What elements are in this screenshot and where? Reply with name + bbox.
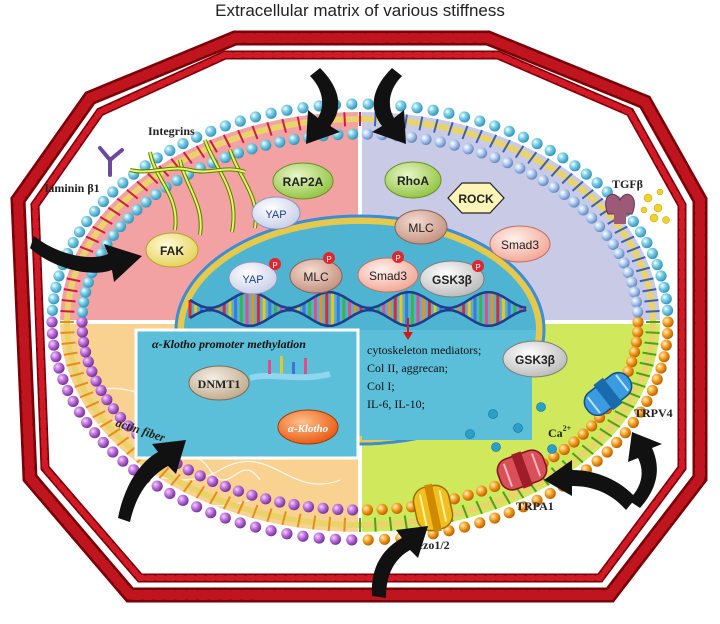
klotho-panel-title: α-Klotho promoter methylation	[152, 337, 306, 351]
calcium-label: Ca2+	[548, 424, 572, 440]
mlc-nucleus-label: MLC	[303, 270, 329, 284]
piezo-channel	[412, 483, 454, 533]
gsk3b-nucleus-node: GSK3β P	[419, 260, 485, 298]
expression-arrow	[403, 318, 413, 340]
dnmt1-node: DNMT1	[188, 365, 250, 401]
phospho-mlc-icon: P	[326, 255, 331, 264]
force-arrow-left	[30, 236, 142, 282]
smad3-cytoplasm-label: Smad3	[501, 238, 539, 252]
tgfb-particles	[640, 188, 670, 224]
phospho-gsk3b-icon: P	[475, 263, 480, 272]
force-arrow-right-b	[628, 432, 662, 508]
dna-strand	[188, 290, 528, 328]
force-arrow-bottom-center	[371, 526, 428, 598]
force-arrow-top-right	[372, 68, 406, 144]
mediators-list: cytoskeleton mediators; Col II, aggrecan…	[367, 343, 481, 411]
mediator-item: Col II, aggrecan;	[367, 361, 448, 375]
tgfb-label: TGFβ	[612, 177, 643, 191]
gsk3b-nucleus-label: GSK3β	[432, 273, 472, 287]
laminin-label: laminin β1	[45, 181, 100, 195]
mediator-item: cytoskeleton mediators;	[367, 343, 481, 357]
trpa1-channel	[496, 449, 548, 491]
mlc-nucleus-node: MLC P	[289, 252, 343, 294]
mediator-item: Col I;	[367, 379, 395, 393]
laminin-protein	[98, 146, 124, 177]
force-arrows	[30, 68, 662, 598]
gsk3b-cytoplasm-node: GSK3β	[502, 340, 568, 378]
force-arrow-right-a	[544, 460, 636, 510]
rap2a-label: RAP2A	[283, 175, 324, 189]
dnmt1-label: DNMT1	[198, 377, 241, 391]
smad3-nucleus-label: Smad3	[369, 269, 407, 283]
rap2a-node: RAP2A	[272, 162, 334, 200]
yap-nucleus-node: YAP P	[228, 258, 281, 295]
force-arrow-bottom-left	[118, 440, 186, 522]
smad3-cytoplasm-node: Smad3	[489, 225, 551, 263]
tgfb-receptor	[605, 193, 635, 224]
rock-label: ROCK	[458, 192, 494, 206]
mediator-item: IL-6, IL-10;	[367, 397, 425, 411]
rhoa-label: RhoA	[397, 174, 429, 188]
fak-node: FAK	[145, 232, 199, 268]
extracellular-matrix-rope	[10, 30, 708, 603]
mlc-cytoplasm-label: MLC	[408, 221, 434, 235]
methylated-dna-icon	[249, 356, 331, 381]
klotho-label: α-Klotho	[288, 423, 329, 435]
yap-cytoplasm-label: YAP	[265, 209, 286, 221]
phospho-yap-icon: P	[272, 261, 277, 270]
trpv4-label: TRPV4	[634, 406, 673, 420]
mediators-panel	[362, 330, 532, 440]
gsk3b-cytoplasm-label: GSK3β	[515, 353, 555, 367]
force-arrow-top-left	[306, 68, 340, 144]
rhoa-node: RhoA	[384, 161, 442, 199]
trpv4-channel	[583, 371, 633, 417]
diagram-title: Extracellular matrix of various stiffnes…	[215, 1, 505, 20]
trpa1-label: TRPA1	[516, 499, 554, 513]
rock-node: ROCK	[447, 182, 505, 214]
phospho-smad3-icon: P	[395, 254, 400, 263]
yap-nucleus-label: YAP	[242, 274, 263, 286]
smad3-nucleus-node: Smad3 P	[357, 251, 419, 293]
yap-cytoplasm-node: YAP	[251, 196, 301, 230]
klotho-node: α-Klotho	[277, 409, 339, 445]
mlc-cytoplasm-node: MLC	[394, 209, 448, 245]
integrins-label: Integrins	[148, 124, 195, 138]
fak-label: FAK	[160, 244, 184, 258]
